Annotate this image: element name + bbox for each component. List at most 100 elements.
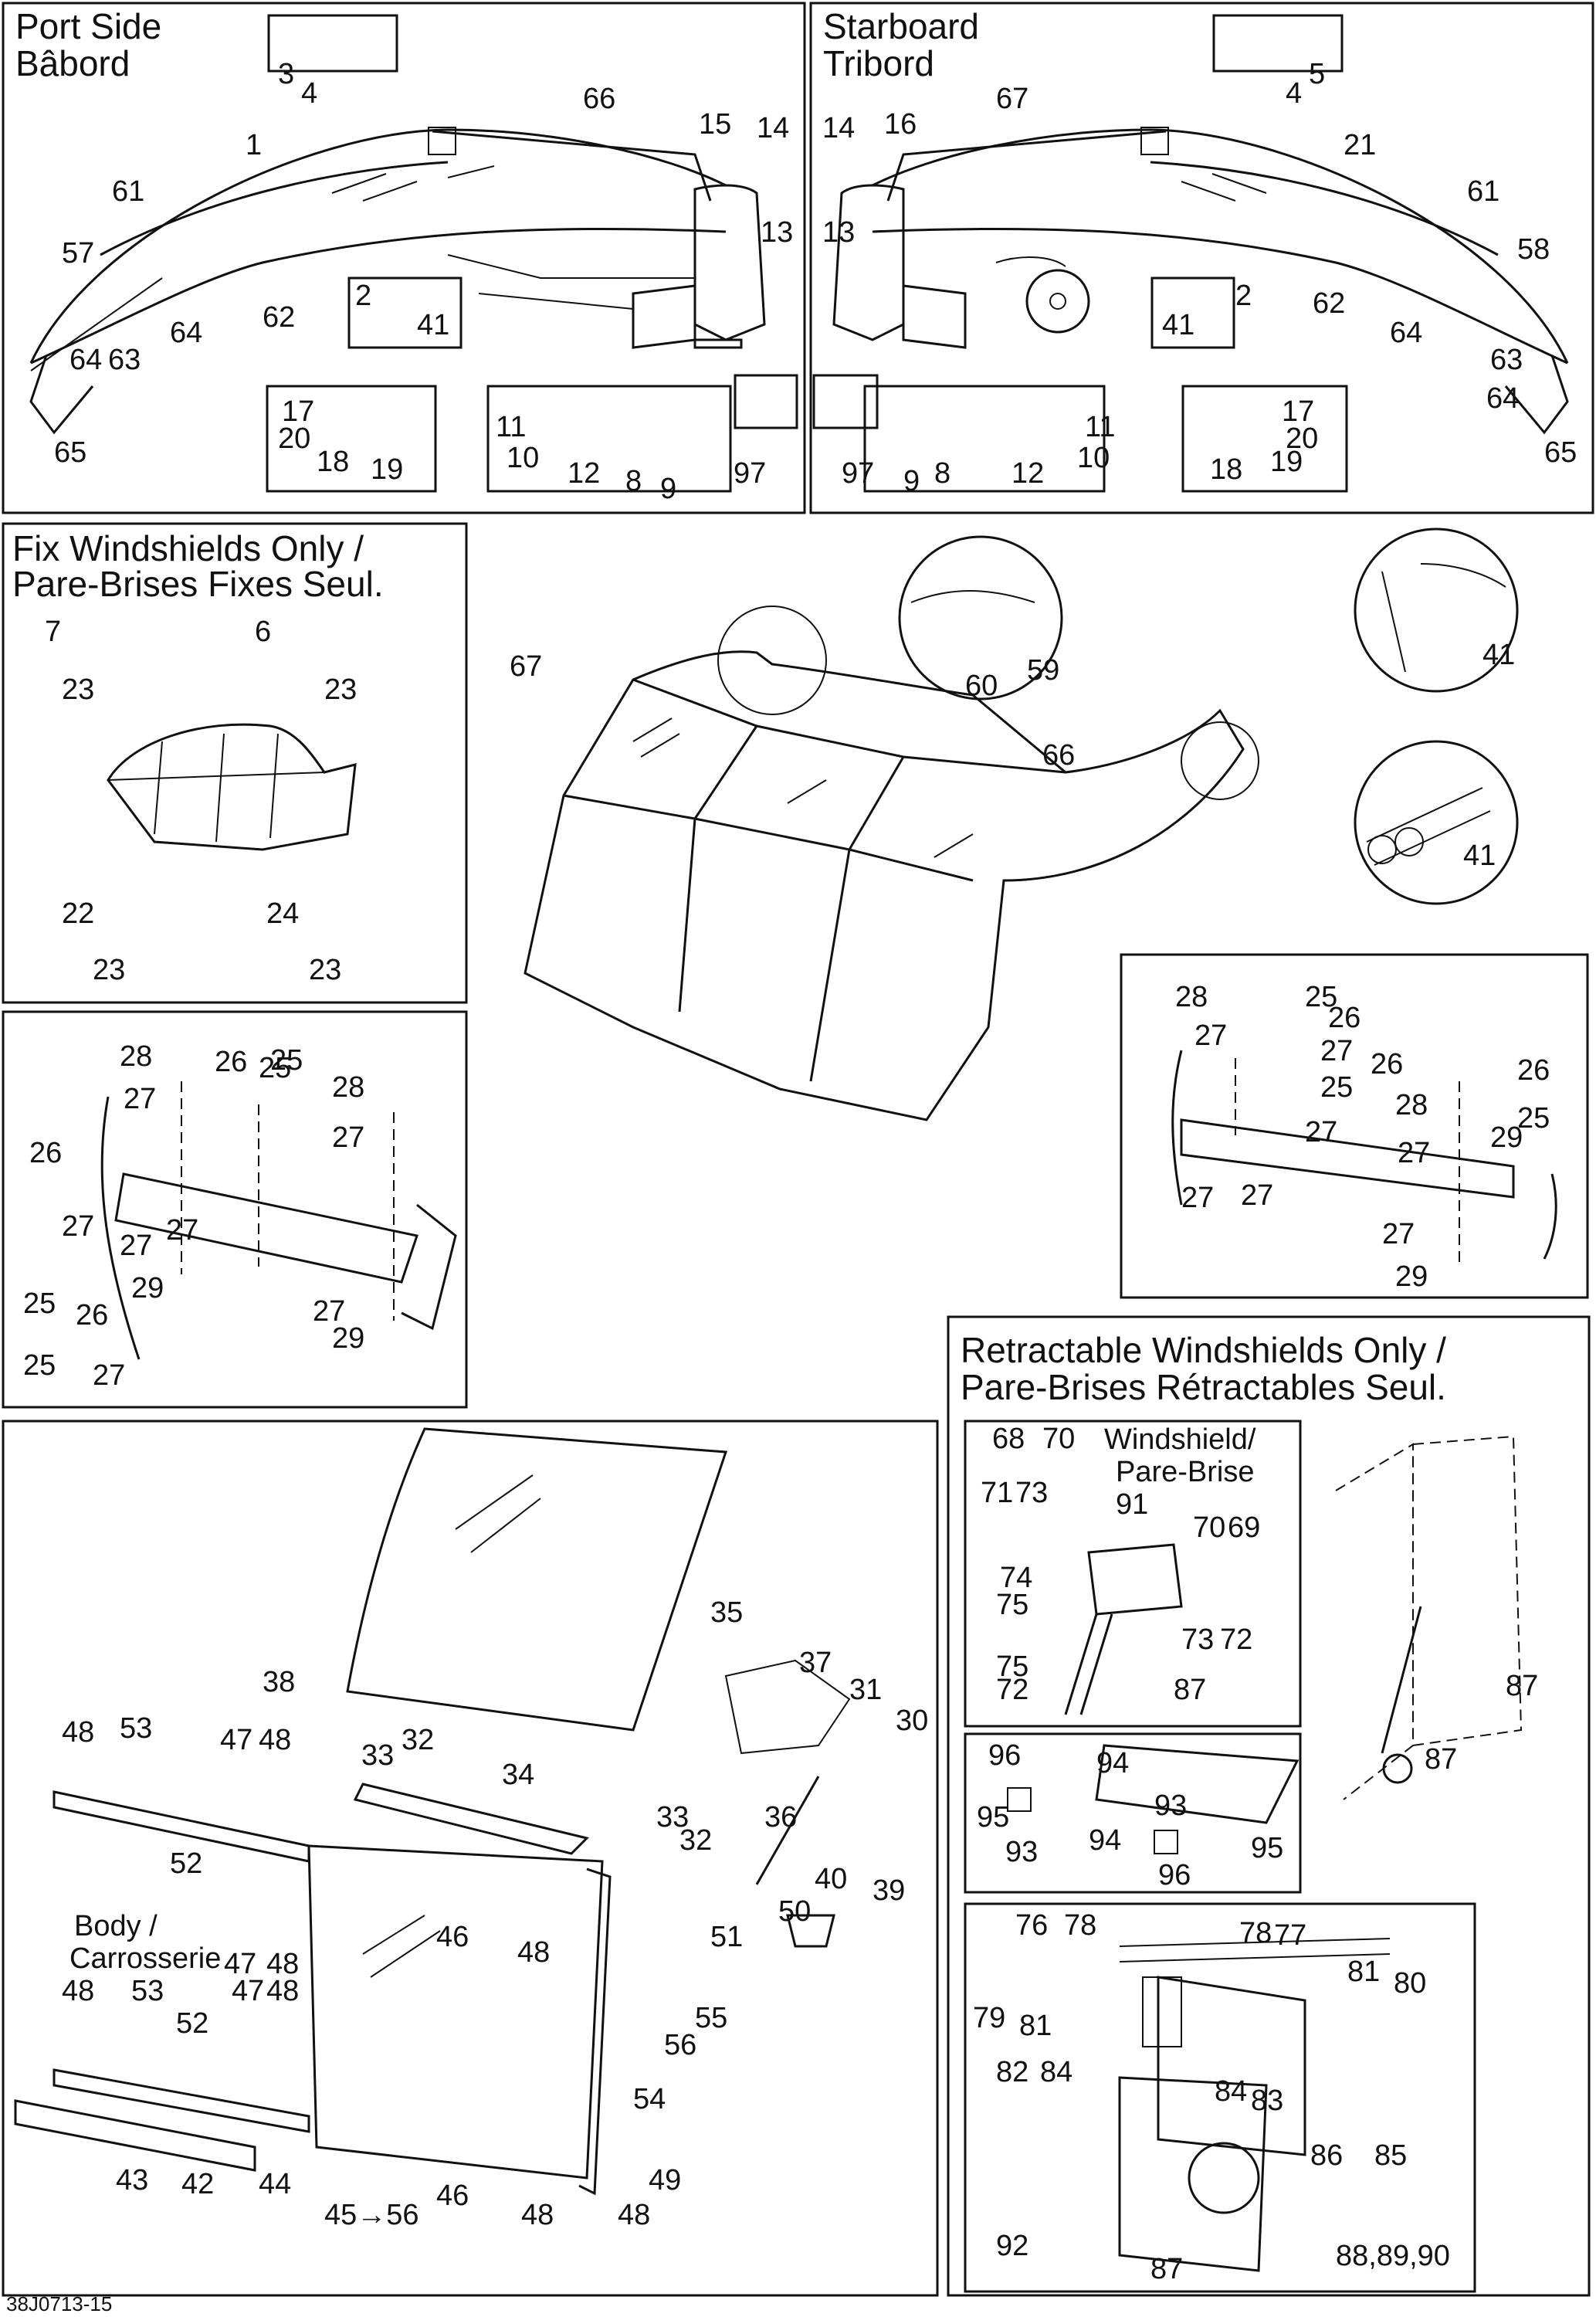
callout-fixed_left-6: 26	[29, 1137, 62, 1169]
callout-fixed_left-12: 27	[93, 1359, 125, 1392]
port-title-fr: Bâbord	[15, 43, 130, 83]
callout-fixed_top-4: 22	[62, 897, 94, 930]
fixed-right-detail-panel	[1120, 953, 1589, 1299]
callout-bottom_left-10: 33	[361, 1739, 394, 1772]
callout-port-17: 20	[278, 422, 310, 455]
callout-fixed_left-2: 25	[259, 1052, 291, 1084]
callout-fixed_top-2: 6	[255, 616, 271, 648]
retract-mid-drawing	[1007, 1744, 1300, 1854]
callout-retract_mid-7: 96	[1158, 1859, 1191, 1891]
fixed-right-bracket	[1171, 1050, 1557, 1267]
retract-inset-mid	[964, 1732, 1302, 1894]
retractable-panel	[947, 1315, 1591, 2297]
callout-starboard-4: 67	[996, 83, 1028, 115]
callout-port-6: 13	[761, 216, 793, 249]
callout-port-14: 64	[69, 344, 102, 376]
callout-port-8: 57	[62, 237, 94, 270]
callout-retract_bottom-14: 92	[996, 2230, 1028, 2262]
callout-fixed_right-5: 26	[1371, 1048, 1403, 1080]
callout-bottom_left-0: 35	[710, 1596, 743, 1629]
callout-starboard-25: 97	[842, 457, 874, 490]
callout-starboard-12: 64	[1390, 317, 1422, 349]
callout-bottom_left-36: 48	[521, 2199, 554, 2231]
callout-fixed_left-13: 25	[23, 1349, 56, 1382]
callout-starboard-3: 16	[884, 108, 917, 141]
callout-retract_bottom-8: 82	[996, 2056, 1028, 2088]
retract-hinge-drawing	[1064, 1543, 1183, 1715]
callout-bottom_left-5: 48	[62, 1716, 94, 1749]
callout-retract_top-1: 70	[1042, 1423, 1075, 1455]
callout-retract_bottom-16: 88,89,90	[1336, 2240, 1450, 2272]
callout-bottom_left-33: 42	[181, 2168, 214, 2200]
callout-bottom_left-23: 50	[778, 1895, 811, 1928]
callout-bottom_left-24: 48	[62, 1975, 94, 2007]
callout-retract_mid-3: 95	[977, 1801, 1009, 1834]
callout-starboard-8: 58	[1517, 233, 1550, 266]
callout-port-3: 15	[699, 108, 731, 141]
callout-fixed_top-3: 23	[324, 673, 357, 706]
callout-fixed_right-2: 26	[1328, 1002, 1360, 1034]
callout-starboard-24: 9	[903, 465, 920, 497]
callout-bottom_left-27: 48	[266, 1975, 299, 2007]
callout-retract_bottom-9: 84	[1040, 2056, 1072, 2088]
callout-center-0: 67	[510, 650, 542, 683]
starboard-inset-8-12	[863, 385, 1106, 493]
callout-retract_top-8: 75	[996, 1589, 1028, 1621]
fixed-left-detail-panel	[2, 1010, 468, 1409]
body-label-line2: Carrosserie	[69, 1942, 221, 1975]
callout-retract_bottom-11: 83	[1251, 2085, 1283, 2117]
callout-retract_bottom-1: 78	[1064, 1909, 1096, 1942]
callout-fixed_left-1: 26	[215, 1046, 247, 1078]
callout-retract_bottom-13: 85	[1374, 2139, 1407, 2172]
callout-retract_mid-5: 94	[1089, 1824, 1121, 1857]
callout-port-20: 11	[496, 411, 526, 443]
port-inset-8-12	[486, 385, 732, 493]
callout-fixed_left-3: 27	[124, 1083, 156, 1115]
callout-retract_top-15: 87	[1425, 1743, 1457, 1776]
callout-starboard-13: 63	[1490, 344, 1523, 376]
port-side-panel	[2, 2, 806, 514]
callout-port-18: 18	[317, 446, 349, 478]
fixed-left-bracket	[100, 1081, 457, 1360]
callout-fixed_left-17: 25	[270, 1044, 303, 1077]
callout-port-11: 64	[170, 317, 202, 349]
port-inset-97	[734, 374, 798, 429]
port-inset-2-41	[347, 276, 463, 349]
callout-retract_top-10: 73	[1181, 1623, 1214, 1656]
callout-port-24: 9	[660, 473, 676, 505]
callout-port-22: 12	[568, 457, 600, 490]
callout-starboard-2: 14	[822, 112, 855, 144]
callout-starboard-14: 64	[1486, 382, 1519, 415]
starboard-windshield-drawing	[832, 127, 1569, 435]
retractable-title-line2: Pare-Brises Rétractables Seul.	[961, 1367, 1446, 1407]
callout-fixed_right-6: 25	[1320, 1071, 1353, 1104]
callout-retract_top-0: 68	[992, 1423, 1025, 1455]
callout-fixed_right-8: 26	[1517, 1054, 1550, 1087]
callout-retract_top-7: 74	[1000, 1562, 1032, 1594]
callout-fixed_right-12: 27	[1382, 1218, 1415, 1250]
callout-bottom_left-2: 37	[799, 1647, 832, 1679]
callout-retract_bottom-4: 81	[1347, 1956, 1380, 1988]
callout-bottom_left-30: 56	[664, 2029, 696, 2061]
callout-port-13: 63	[108, 344, 141, 376]
starboard-inset-4-5	[1212, 14, 1344, 73]
callout-port-5: 1	[246, 129, 262, 161]
callout-retract_mid-2: 93	[1154, 1789, 1187, 1822]
fixed-title-line1: Fix Windshields Only /	[12, 528, 364, 568]
callout-retract_bottom-3: 77	[1274, 1919, 1306, 1952]
fixed-windshields-panel	[2, 522, 468, 1004]
footer-code: 38J0713-15	[6, 2292, 112, 2315]
callout-fixed_left-8: 25	[23, 1287, 56, 1320]
retract-inset-bottom	[964, 1902, 1476, 2293]
callout-fixed_right-4: 27	[1194, 1019, 1227, 1052]
callout-retract_bottom-7: 81	[1019, 2010, 1052, 2042]
callout-center-1: 66	[1042, 739, 1075, 772]
callout-fixed_right-7: 28	[1395, 1089, 1428, 1121]
callout-starboard-0: 5	[1309, 58, 1325, 90]
callout-fixed_left-15: 27	[313, 1295, 345, 1328]
callout-fixed_left-9: 27	[120, 1230, 152, 1262]
callout-starboard-10: 41	[1162, 309, 1194, 341]
callout-retract_top-6: 69	[1228, 1511, 1260, 1544]
callout-fixed_right-9: 25	[1517, 1102, 1550, 1135]
callout-retract_bottom-0: 76	[1015, 1909, 1048, 1942]
